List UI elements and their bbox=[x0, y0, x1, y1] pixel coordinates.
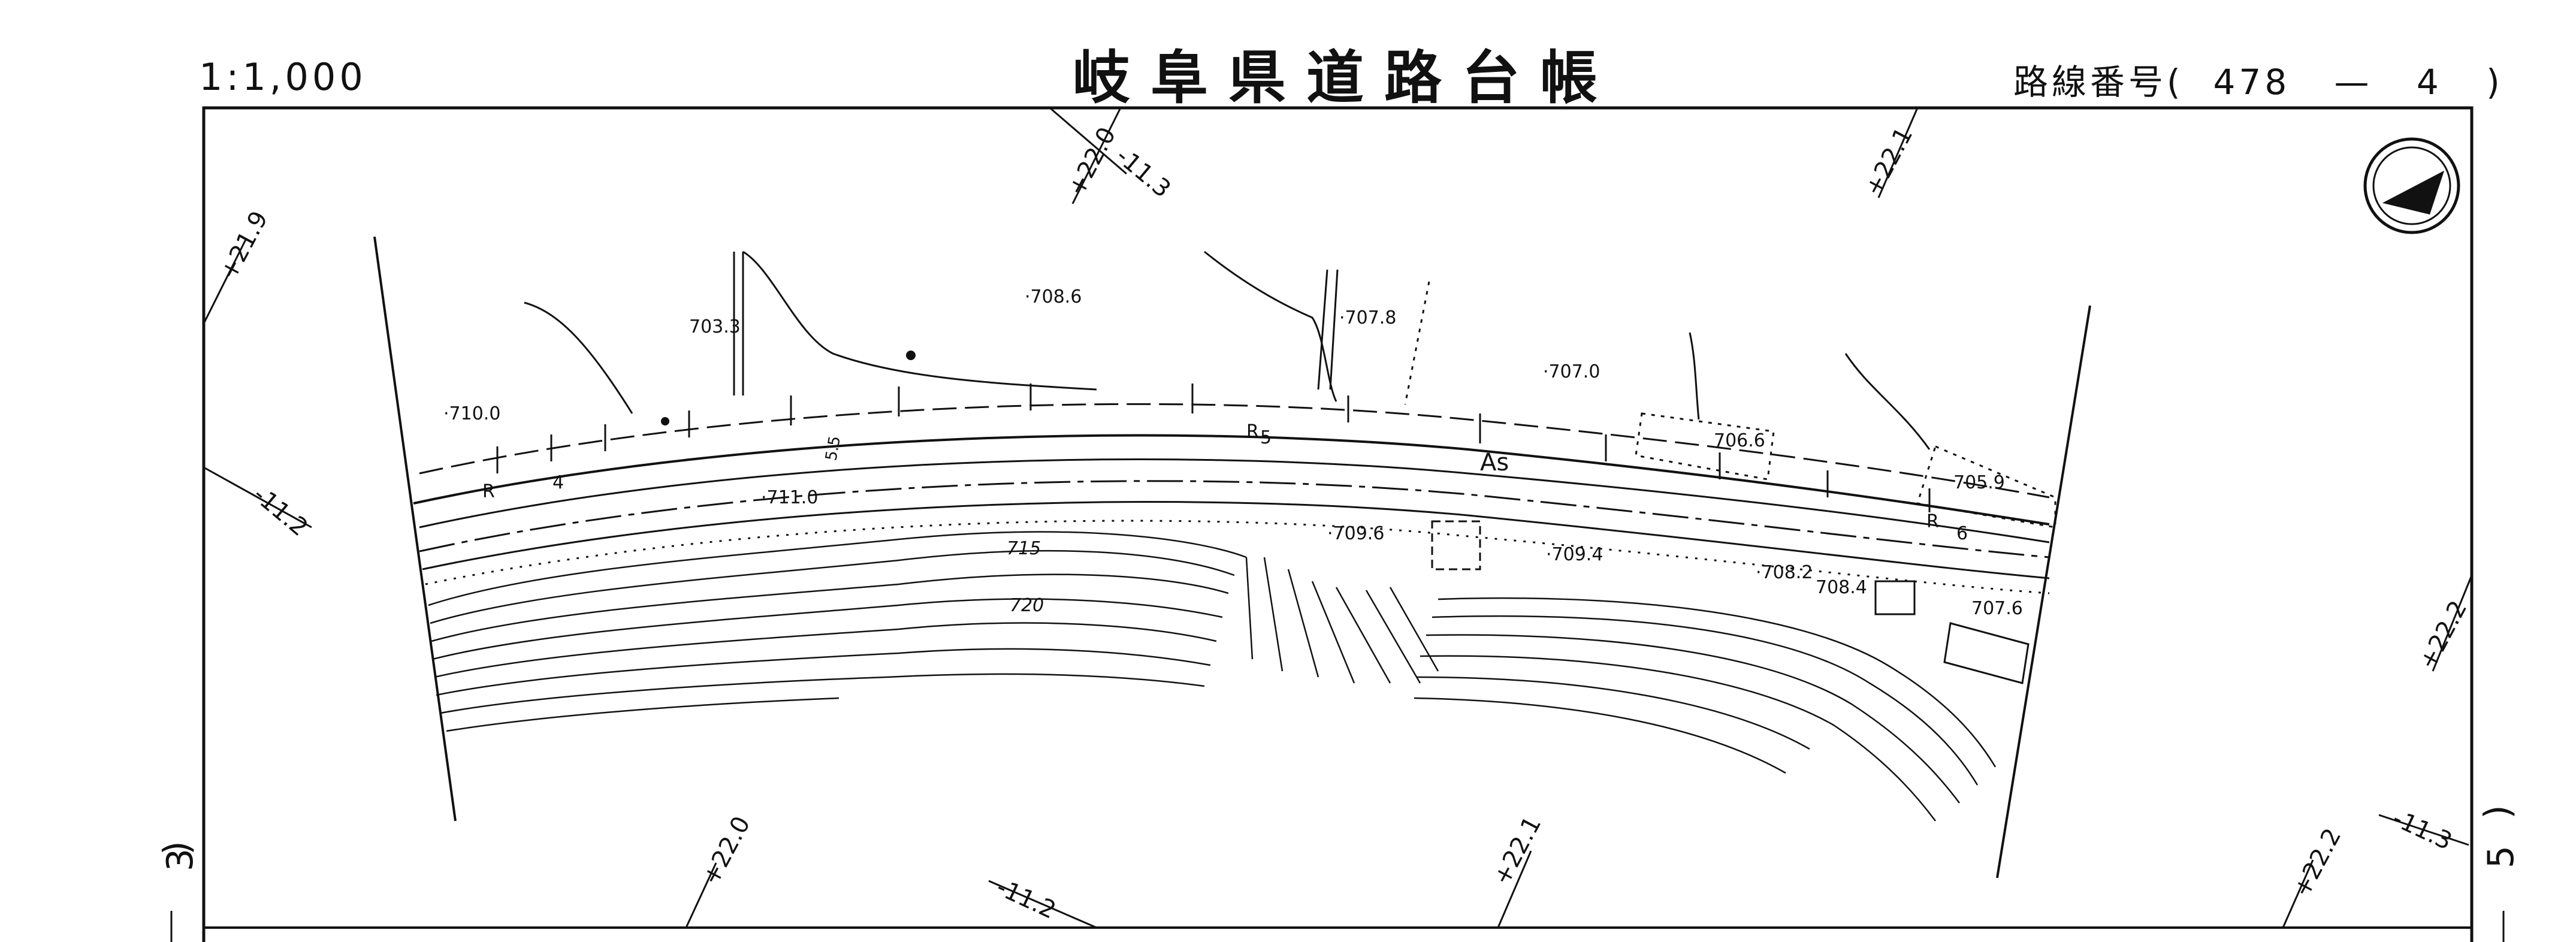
grid-label-top-b: -11.3 bbox=[1111, 142, 1176, 203]
elevation-e5: ·710.0 bbox=[443, 403, 500, 424]
elevation-e1: ·708.6 bbox=[1025, 286, 1082, 307]
grid-label-bottom-e: -11.3 bbox=[2388, 804, 2456, 855]
slope-contours bbox=[428, 531, 1997, 822]
grid-label-left-a: +21.9 bbox=[215, 207, 273, 285]
route-number: 478 bbox=[2213, 62, 2291, 102]
elevation-e6: 706.6 bbox=[1714, 430, 1765, 451]
slope-hatching bbox=[1245, 557, 1439, 684]
guardrail-posts bbox=[496, 384, 1931, 512]
radius-number-4: 4 bbox=[552, 472, 564, 493]
north-arrow-icon bbox=[2363, 137, 2460, 234]
radius-marker-r5: R bbox=[1246, 421, 1259, 442]
radius-number-5: 5 bbox=[1260, 427, 1272, 448]
elevation-e9: ·709.6 bbox=[1327, 523, 1384, 544]
grid-ticks bbox=[203, 107, 2473, 929]
grid-label-bottom-a: +22.0 bbox=[697, 812, 756, 890]
survey-boundary-right bbox=[1996, 305, 2091, 878]
elevation-e3: 703.3 bbox=[689, 316, 741, 337]
building-box-2 bbox=[1943, 622, 2030, 684]
contour-label-720: 720 bbox=[1010, 595, 1044, 616]
route-label: 路線番号 bbox=[2013, 62, 2167, 102]
grid-label-right-a: +22.2 bbox=[2414, 596, 2472, 674]
road-surface-label: As bbox=[1480, 449, 1509, 476]
upper-features bbox=[524, 250, 1931, 450]
grid-label-bottom-b: -11.2 bbox=[992, 873, 1060, 924]
elevation-e12: 708.4 bbox=[1816, 577, 1867, 598]
grid-label-bottom-c: +22.1 bbox=[1488, 812, 1547, 890]
survey-point bbox=[906, 351, 916, 360]
radius-marker-r4: R bbox=[482, 481, 495, 502]
map-title: 岐阜県道路台帳 bbox=[1073, 44, 1618, 111]
elevation-e8: ·711.0 bbox=[761, 487, 818, 508]
survey-point-2 bbox=[661, 417, 669, 425]
elevation-e2: ·707.8 bbox=[1339, 307, 1396, 328]
route-number-label: 路線番号( 478 — 4 ) bbox=[2013, 54, 2503, 104]
road-width-label: 5.5 bbox=[822, 434, 844, 462]
structure-box bbox=[1431, 520, 1481, 570]
elevation-e7: 705.9 bbox=[1953, 472, 2005, 493]
elevation-e13: 707.6 bbox=[1971, 598, 2023, 619]
radius-marker-r6: R bbox=[1926, 511, 1939, 532]
route-section: 4 bbox=[2416, 62, 2442, 102]
elevation-e4: ·707.0 bbox=[1543, 361, 1600, 382]
survey-boundary-left bbox=[373, 236, 457, 822]
contour-label-715: 715 bbox=[1007, 538, 1041, 559]
elevation-e10: ·709.4 bbox=[1546, 544, 1603, 565]
road-edges bbox=[413, 403, 2050, 594]
grid-label-bottom-d: +22.2 bbox=[2288, 824, 2347, 902]
radius-number-6: 6 bbox=[1956, 523, 1968, 544]
grid-label-left-b: -11.2 bbox=[248, 481, 313, 542]
grid-label-top-c: +22.1 bbox=[1859, 123, 1918, 201]
building-box-1 bbox=[1874, 580, 1916, 615]
map-frame bbox=[202, 106, 2474, 942]
elevation-e11: ·708.2 bbox=[1756, 562, 1813, 583]
map-scale: 1:1,000 bbox=[199, 55, 367, 99]
